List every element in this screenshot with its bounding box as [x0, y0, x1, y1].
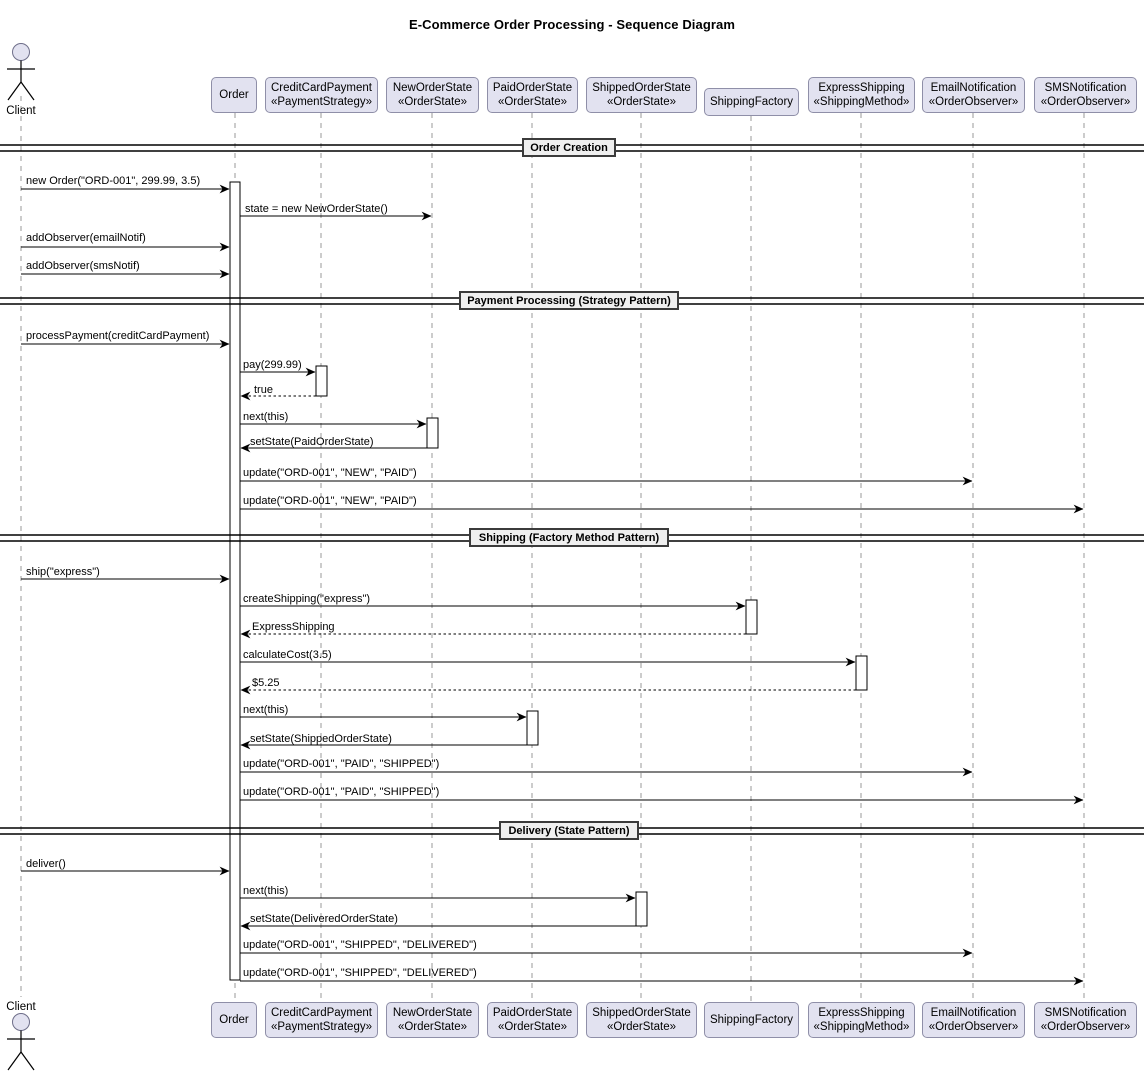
participant-box-bottom-creditcardpayment[interactable]: CreditCardPayment «PaymentStrategy»	[265, 1002, 378, 1038]
participant-stereotype: «OrderObserver»	[928, 1021, 1019, 1033]
message-label: calculateCost(3.5)	[243, 649, 332, 661]
message-label: addObserver(smsNotif)	[26, 260, 140, 272]
activation-bar-paidorderstate	[526, 710, 539, 746]
message-label: $5.25	[252, 677, 280, 689]
participant-box-top-emailnotification[interactable]: EmailNotification «OrderObserver»	[922, 77, 1025, 113]
message-label: true	[254, 384, 273, 396]
participant-name: PaidOrderState	[492, 1007, 573, 1019]
participant-stereotype: «PaymentStrategy»	[270, 1021, 372, 1033]
participant-box-bottom-shippedorderstate[interactable]: ShippedOrderState «OrderState»	[586, 1002, 697, 1038]
message-label: setState(DeliveredOrderState)	[250, 913, 398, 925]
lifelines-group	[20, 96, 1085, 1002]
participant-stereotype: «ShippingMethod»	[813, 96, 910, 108]
participant-stereotype: «OrderState»	[606, 1021, 677, 1033]
participant-box-top-expressshipping[interactable]: ExpressShipping «ShippingMethod»	[808, 77, 915, 113]
participant-box-top-shippedorderstate[interactable]: ShippedOrderState «OrderState»	[586, 77, 697, 113]
participant-name: EmailNotification	[930, 82, 1017, 94]
participant-name: NewOrderState	[392, 1007, 473, 1019]
participant-name: EmailNotification	[930, 1007, 1017, 1019]
participant-name: Order	[219, 1014, 249, 1026]
participant-stereotype: «OrderObserver»	[1040, 1021, 1131, 1033]
fragment-label: Payment Processing (Strategy Pattern)	[459, 291, 679, 310]
activation-bar-shippedorderstate	[635, 891, 648, 927]
message-label: ship("express")	[26, 566, 100, 578]
participant-name: ShippingFactory	[709, 1014, 794, 1026]
message-label: next(this)	[243, 704, 289, 716]
participant-name: CreditCardPayment	[271, 1007, 372, 1019]
participant-stereotype: «OrderState»	[397, 1021, 468, 1033]
participant-box-bottom-emailnotification[interactable]: EmailNotification «OrderObserver»	[922, 1002, 1025, 1038]
participant-stereotype: «ShippingMethod»	[813, 1021, 910, 1033]
message-label: next(this)	[243, 411, 289, 423]
participant-stereotype: «OrderObserver»	[928, 96, 1019, 108]
participant-box-bottom-neworderstate[interactable]: NewOrderState «OrderState»	[386, 1002, 479, 1038]
participant-name: ExpressShipping	[818, 82, 905, 94]
message-label: deliver()	[26, 858, 66, 870]
participant-box-top-order[interactable]: Order	[211, 77, 257, 113]
message-label: state = new NewOrderState()	[245, 203, 388, 215]
participant-stereotype: «PaymentStrategy»	[270, 96, 372, 108]
participant-name: NewOrderState	[392, 82, 473, 94]
participant-name: ShippedOrderState	[592, 1007, 691, 1019]
message-label: next(this)	[243, 885, 289, 897]
participant-name: SMSNotification	[1044, 1007, 1127, 1019]
participant-stereotype: «OrderState»	[497, 1021, 568, 1033]
page-title: E-Commerce Order Processing - Sequence D…	[408, 17, 736, 32]
activation-bars-group	[229, 181, 868, 981]
message-arrows-group	[21, 184, 1084, 986]
participant-stereotype: «OrderObserver»	[1040, 96, 1131, 108]
participant-box-top-shippingfactory[interactable]: ShippingFactory	[704, 88, 799, 116]
participant-name: SMSNotification	[1044, 82, 1127, 94]
actor-figure-bottom-client	[7, 1013, 35, 1071]
participant-box-bottom-expressshipping[interactable]: ExpressShipping «ShippingMethod»	[808, 1002, 915, 1038]
message-label: update("ORD-001", "SHIPPED", "DELIVERED"…	[243, 967, 477, 979]
participant-name: PaidOrderState	[492, 82, 573, 94]
message-label: new Order("ORD-001", 299.99, 3.5)	[26, 175, 201, 187]
fragment-label: Delivery (State Pattern)	[499, 821, 639, 840]
participant-box-top-neworderstate[interactable]: NewOrderState «OrderState»	[386, 77, 479, 113]
participant-name: ShippingFactory	[709, 96, 794, 108]
participant-box-bottom-order[interactable]: Order	[211, 1002, 257, 1038]
participant-stereotype: «OrderState»	[606, 96, 677, 108]
participant-box-top-creditcardpayment[interactable]: CreditCardPayment «PaymentStrategy»	[265, 77, 378, 113]
activation-bar-creditcardpayment	[315, 365, 328, 397]
actor-figure-top-client	[7, 43, 35, 101]
actor-figures-group	[7, 43, 35, 1071]
message-label: update("ORD-001", "PAID", "SHIPPED")	[243, 786, 440, 798]
message-label: setState(PaidOrderState)	[250, 436, 374, 448]
participant-box-bottom-paidorderstate[interactable]: PaidOrderState «OrderState»	[487, 1002, 578, 1038]
message-label: update("ORD-001", "PAID", "SHIPPED")	[243, 758, 440, 770]
participant-box-top-smsnotification[interactable]: SMSNotification «OrderObserver»	[1034, 77, 1137, 113]
actor-label-bottom-client: Client	[6, 1001, 36, 1013]
message-label: pay(299.99)	[243, 359, 302, 371]
participant-name: CreditCardPayment	[271, 82, 372, 94]
participant-box-bottom-shippingfactory[interactable]: ShippingFactory	[704, 1002, 799, 1038]
message-label: ExpressShipping	[252, 621, 335, 633]
participant-box-top-paidorderstate[interactable]: PaidOrderState «OrderState»	[487, 77, 578, 113]
message-label: processPayment(creditCardPayment)	[26, 330, 210, 342]
participant-name: ShippedOrderState	[592, 82, 691, 94]
actor-label-top-client: Client	[6, 105, 36, 117]
message-label: update("ORD-001", "NEW", "PAID")	[243, 495, 417, 507]
participant-box-bottom-smsnotification[interactable]: SMSNotification «OrderObserver»	[1034, 1002, 1137, 1038]
fragment-dividers-group	[0, 144, 1144, 835]
activation-bar-shippingfactory	[745, 599, 758, 635]
message-label: update("ORD-001", "SHIPPED", "DELIVERED"…	[243, 939, 477, 951]
participant-stereotype: «OrderState»	[497, 96, 568, 108]
message-label: addObserver(emailNotif)	[26, 232, 146, 244]
message-label: update("ORD-001", "NEW", "PAID")	[243, 467, 417, 479]
fragment-label: Order Creation	[522, 138, 616, 157]
participant-name: ExpressShipping	[818, 1007, 905, 1019]
fragment-label: Shipping (Factory Method Pattern)	[469, 528, 669, 547]
activation-bar-order	[229, 181, 241, 981]
message-label: createShipping("express")	[243, 593, 371, 605]
activation-bar-neworderstate	[426, 417, 439, 449]
participant-name: Order	[219, 89, 249, 101]
participant-stereotype: «OrderState»	[397, 96, 468, 108]
message-label: setState(ShippedOrderState)	[250, 733, 392, 745]
activation-bar-expressshipping	[855, 655, 868, 691]
